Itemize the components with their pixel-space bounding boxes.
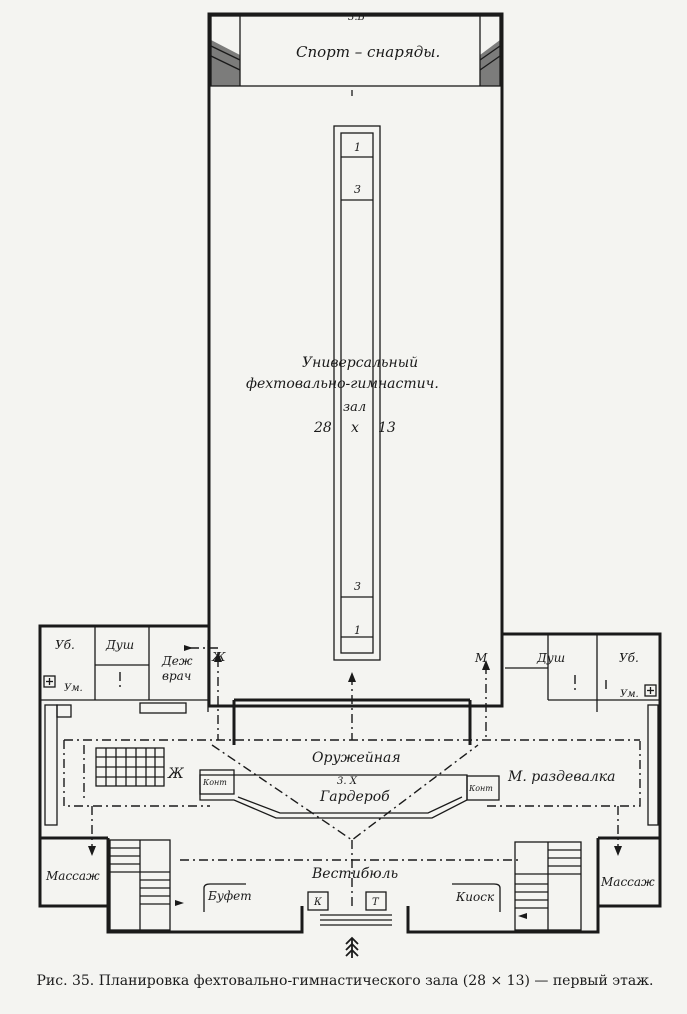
entrance-arrow-icon [345, 936, 359, 958]
right-fixtures [644, 684, 659, 826]
men-upper-label: М [474, 651, 488, 665]
buffet-label: Буфет [207, 889, 252, 903]
massage-left-label: Массаж [45, 869, 100, 883]
doctor-label-line1: Деж [161, 654, 193, 668]
stair-hatch-left [210, 40, 241, 86]
figure-caption: Рис. 35. Планировка фехтовально-гимнасти… [36, 973, 654, 989]
wc-left-label: Уб. [55, 638, 75, 652]
stair-hatch-right [479, 40, 501, 86]
hall-label-line3: зал [343, 400, 366, 415]
hall-dimension-x: х [351, 420, 359, 436]
locker-bench-grid [95, 747, 165, 787]
entrance-steps [320, 914, 392, 926]
left-room-partitions [40, 626, 209, 712]
staircase-right [514, 841, 582, 931]
left-fixtures [43, 675, 187, 826]
wardrobe-mark-label: 3. Х [337, 776, 358, 787]
kiosk-counter [452, 883, 501, 912]
strip-mark-1-bottom: 1 [354, 624, 361, 637]
shower-left-label: Душ [105, 638, 134, 652]
t-box [365, 891, 387, 911]
sport-equipment-label: Спорт – снаряды. [296, 43, 440, 61]
strip-mark-3-bottom: 3 [354, 580, 361, 593]
staircase-left [109, 839, 171, 931]
kiosk-label: Киоск [455, 890, 495, 904]
k-box [307, 891, 329, 911]
hall-dimension-b: 13 [378, 420, 396, 436]
hall-label-line1: Универсальный [302, 355, 418, 371]
right-room-partitions [505, 634, 660, 712]
fencing-strip-outer [333, 125, 381, 661]
women-upper-label: Ж [211, 650, 226, 664]
strip-mark-1-top: 1 [354, 141, 361, 154]
buffet-counter [203, 883, 246, 912]
kont-left-label: Конт [202, 778, 227, 787]
sink-right-label: Ум. [620, 689, 639, 700]
shower-right-label: Душ [536, 651, 565, 665]
sink-left-label: Ум. [64, 683, 83, 694]
women-lower-label: Ж [167, 766, 185, 782]
circulation-routes [63, 647, 641, 910]
doctor-label-line2: врач [162, 669, 191, 683]
armory-label: Оружейная [312, 750, 401, 766]
direction-arrows [88, 645, 622, 919]
hall-dimension-a: 28 [313, 420, 332, 436]
vestibule-label: Вестибюль [311, 866, 398, 882]
main-hall-walls [207, 12, 504, 708]
wardrobe-label: Гардероб [319, 789, 390, 805]
t-box-label: Т [372, 897, 380, 908]
wardrobe-counter [199, 769, 500, 819]
men-locker-room-label: М. раздевалка [507, 769, 615, 785]
massage-right-label: Массаж [600, 875, 655, 889]
hall-label-line2: фехтовально-гимнастич. [246, 376, 439, 392]
floor-plan: 3.В Спорт – снаряды. 1 3 3 1 Универсальн… [38, 12, 662, 958]
k-box-label: К [313, 897, 322, 908]
wc-right-label: Уб. [619, 651, 639, 665]
kont-right-label: Конт [468, 784, 493, 793]
fencing-strip-inner [340, 132, 374, 654]
top-mark-label: 3.В [348, 12, 365, 23]
strip-mark-3-top: 3 [354, 183, 361, 196]
